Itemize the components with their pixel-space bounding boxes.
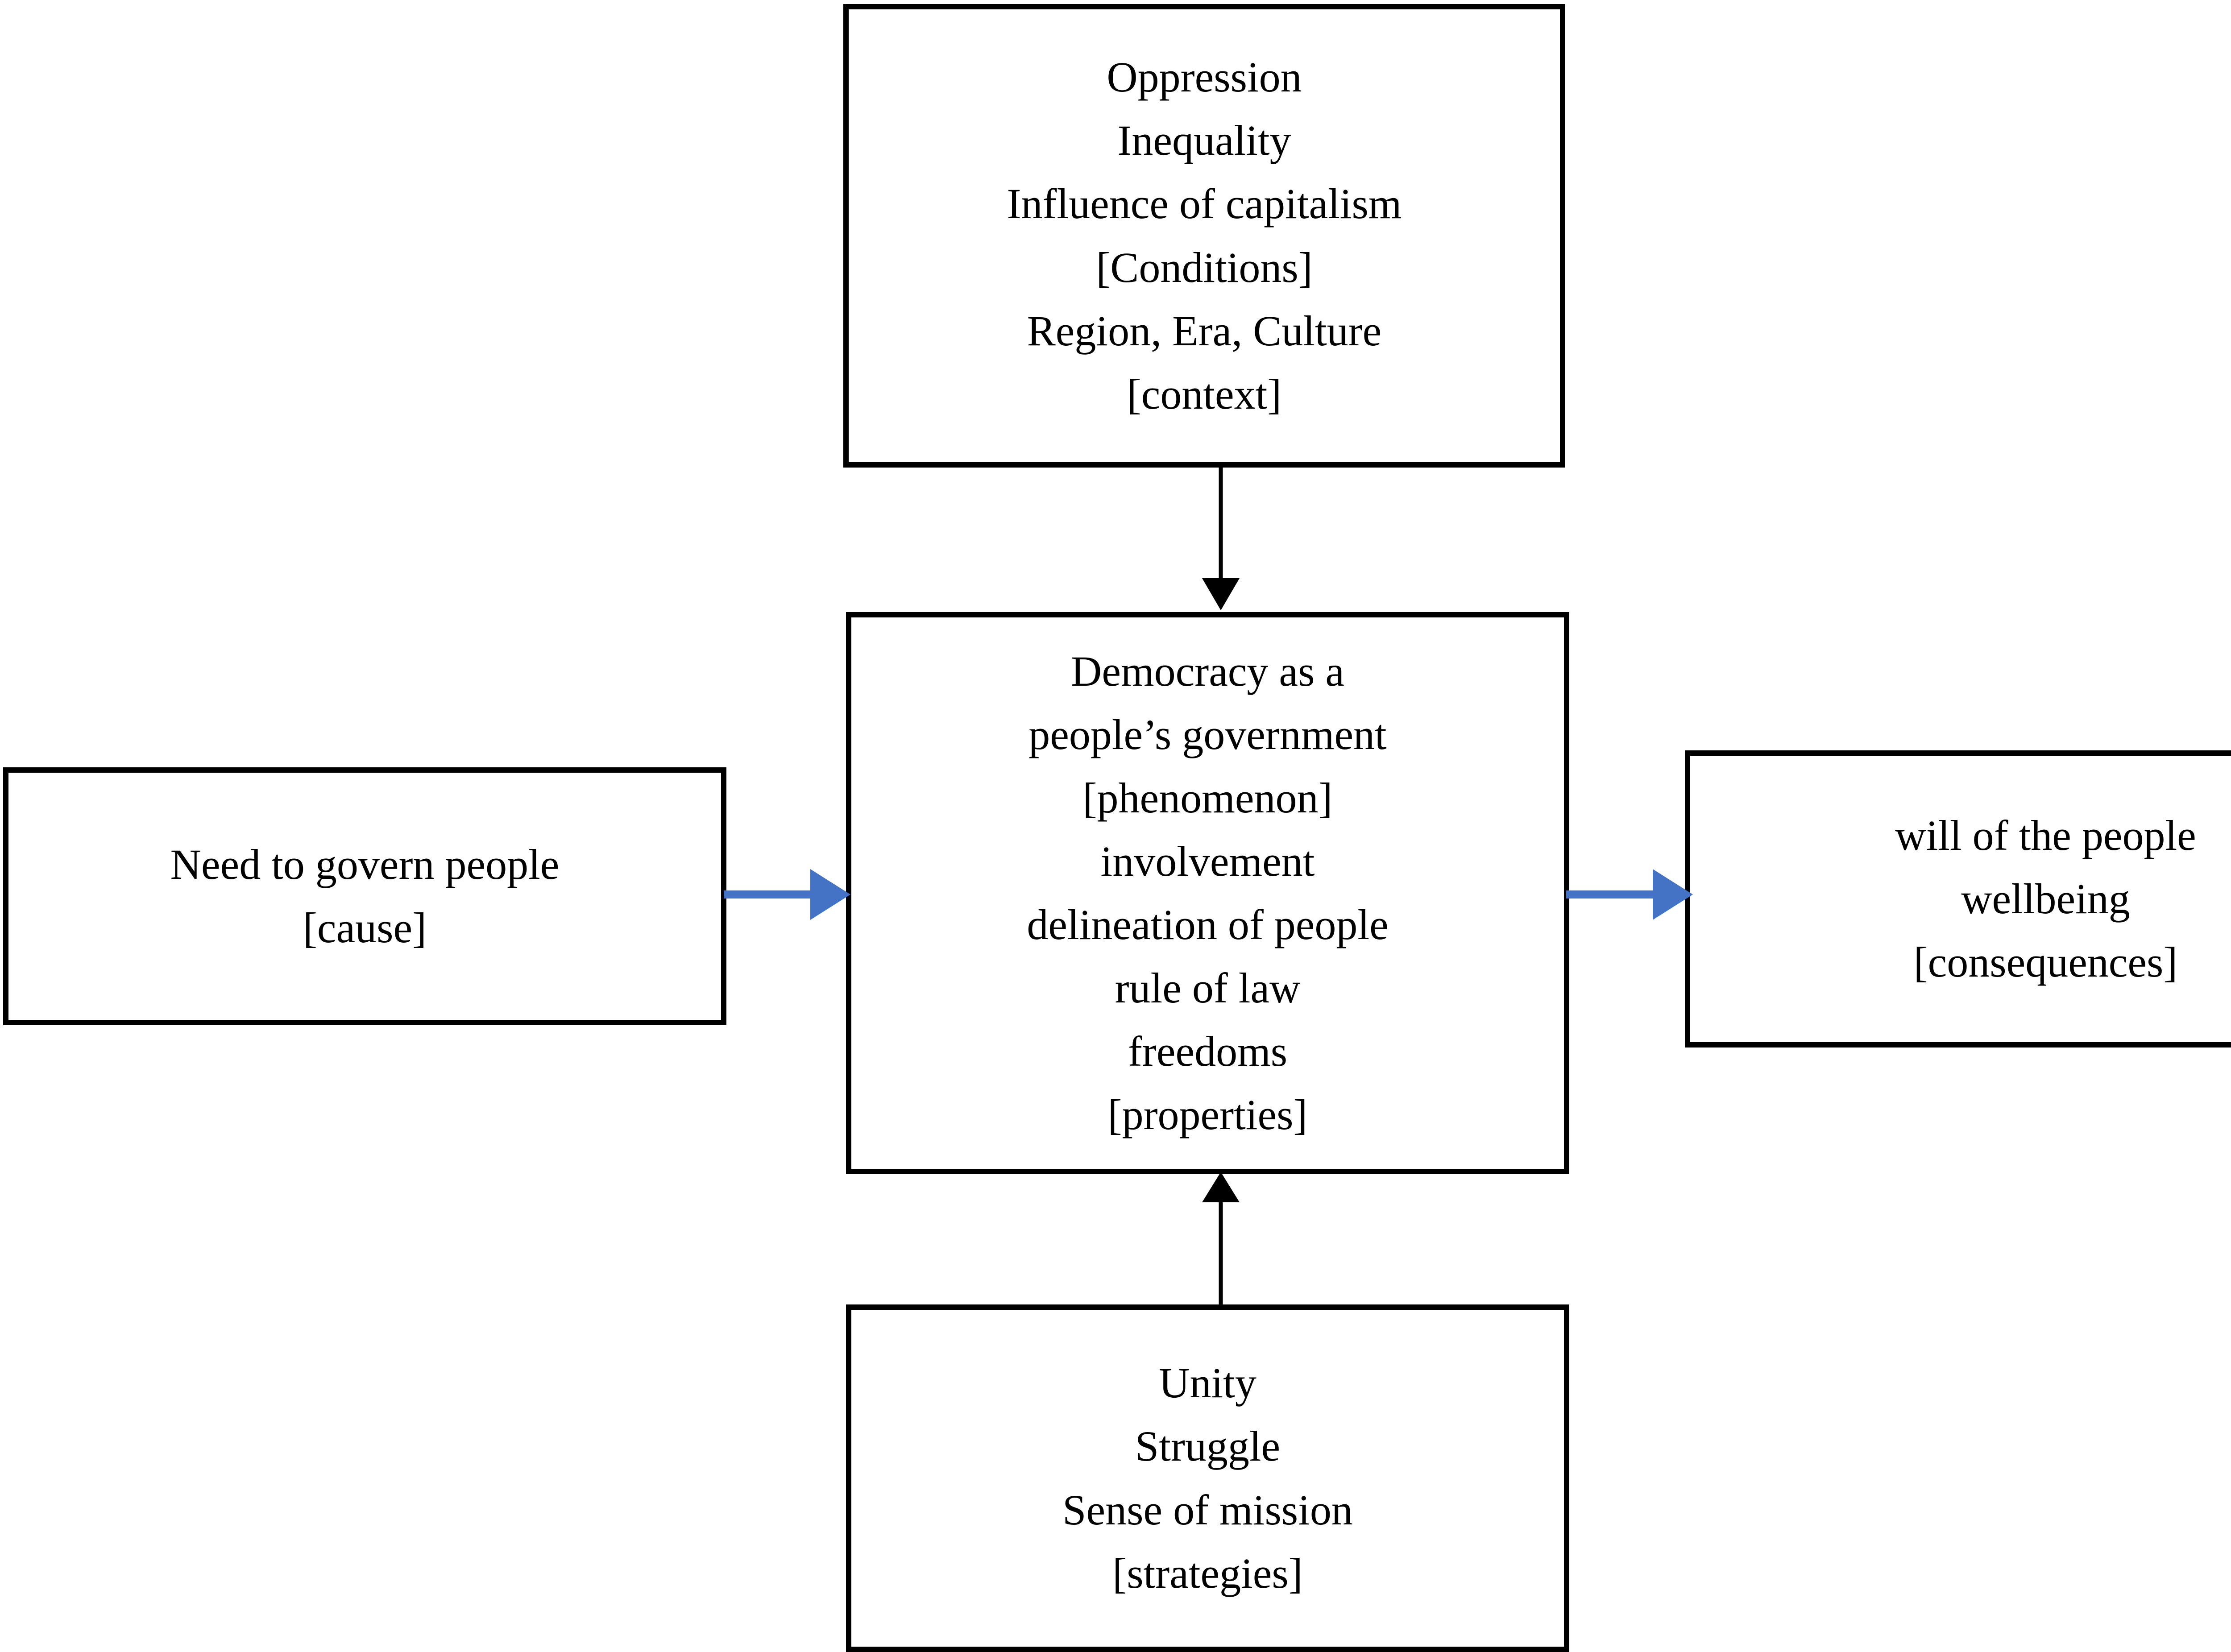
- node-consequences-line-3: [consequences]: [1913, 938, 2178, 986]
- arrow-strategies-to-phenomenon: [1194, 1171, 1248, 1305]
- node-cause[interactable]: Need to govern people [cause]: [3, 767, 726, 1025]
- node-phenomenon-line-3: [phenomenon]: [1082, 774, 1333, 822]
- node-context[interactable]: Oppression Inequality Influence of capit…: [843, 4, 1565, 468]
- node-phenomenon-line-1: Democracy as a: [1071, 647, 1344, 695]
- node-context-line-2: Inequality: [1117, 116, 1291, 165]
- arrow-context-to-phenomenon: [1194, 468, 1248, 615]
- node-context-line-1: Oppression: [1107, 53, 1302, 101]
- node-strategies-line-3: Sense of mission: [1062, 1486, 1353, 1534]
- node-strategies-line-2: Struggle: [1135, 1422, 1281, 1470]
- node-phenomenon-line-6: rule of law: [1115, 964, 1301, 1012]
- node-consequences-line-1: will of the people: [1895, 811, 2196, 859]
- node-phenomenon-line-4: involvement: [1100, 837, 1315, 885]
- arrow-cause-to-phenomenon: [723, 859, 852, 930]
- node-strategies-line-4: [strategies]: [1112, 1549, 1303, 1597]
- node-phenomenon-line-8: [properties]: [1107, 1091, 1308, 1139]
- node-consequences[interactable]: will of the people wellbeing [consequenc…: [1685, 750, 2231, 1048]
- node-phenomenon-line-5: delineation of people: [1027, 901, 1389, 948]
- node-cause-line-1: Need to govern people: [170, 840, 560, 888]
- node-phenomenon-line-2: people’s government: [1028, 710, 1387, 758]
- node-context-line-5: Region, Era, Culture: [1027, 306, 1382, 355]
- node-strategies[interactable]: Unity Struggle Sense of mission [strateg…: [846, 1304, 1569, 1652]
- node-phenomenon-line-7: freedoms: [1128, 1027, 1288, 1076]
- arrow-phenomenon-to-consequences: [1565, 859, 1695, 930]
- node-strategies-line-1: Unity: [1159, 1359, 1256, 1407]
- node-context-line-4: [Conditions]: [1096, 243, 1313, 291]
- node-phenomenon[interactable]: Democracy as a people’s government [phen…: [846, 612, 1569, 1174]
- node-cause-line-2: [cause]: [303, 904, 427, 952]
- node-context-line-6: [context]: [1127, 370, 1282, 418]
- node-consequences-line-2: wellbeing: [1961, 874, 2130, 923]
- node-context-line-3: Influence of capitalism: [1007, 180, 1402, 228]
